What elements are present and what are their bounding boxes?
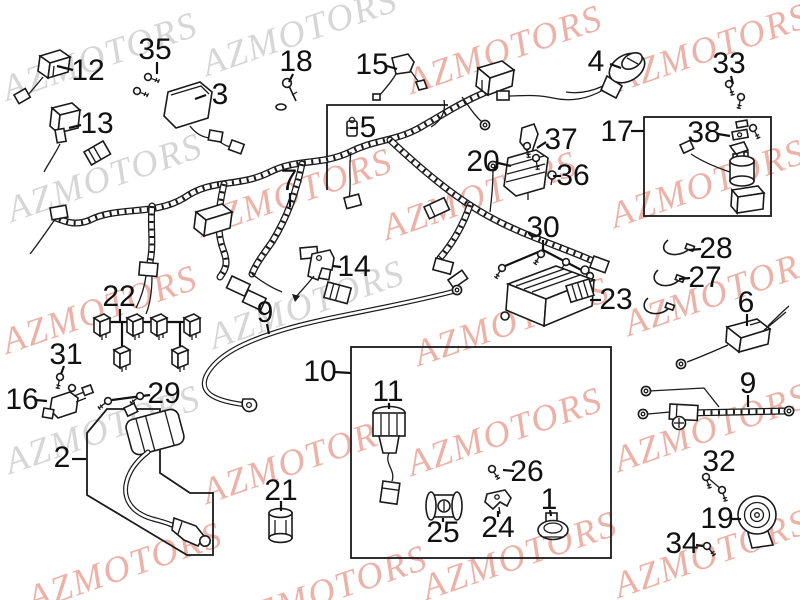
leader-lines xyxy=(34,62,750,548)
part-2-ignition-coil xyxy=(122,402,212,548)
part-label-16: 16 xyxy=(5,383,39,416)
part-16-switch xyxy=(41,383,95,420)
part-label-23: 23 xyxy=(599,283,633,316)
part-label-7: 7 xyxy=(280,164,298,197)
part-15-switch xyxy=(372,53,429,101)
part-label-9-left: 9 xyxy=(256,296,274,329)
part-label-30: 30 xyxy=(526,211,560,244)
part-label-29: 29 xyxy=(147,377,181,410)
part-29-bolts xyxy=(96,390,151,413)
part-label-11: 11 xyxy=(372,375,404,408)
part-label-22: 22 xyxy=(102,280,136,313)
part-32-fasteners xyxy=(697,471,734,504)
part-7-wiring-harness xyxy=(29,60,611,315)
part-label-15: 15 xyxy=(355,48,389,81)
part-9-ground-cable xyxy=(201,269,469,413)
part-label-17: 17 xyxy=(600,115,634,148)
part-label-3: 3 xyxy=(211,78,229,111)
part-label-37: 37 xyxy=(544,123,578,156)
part-label-18: 18 xyxy=(279,45,313,78)
part-label-34: 34 xyxy=(665,527,699,560)
part-label-4: 4 xyxy=(587,45,605,78)
part-label-38: 38 xyxy=(687,116,721,149)
part-4-ignition-switch xyxy=(496,52,646,101)
part-label-36: 36 xyxy=(556,159,590,192)
box-part17-kit xyxy=(643,116,772,217)
harness-main-connector xyxy=(475,60,516,97)
part-38-bracket-set xyxy=(728,119,765,155)
part-label-25: 25 xyxy=(426,516,460,549)
part-label-31: 31 xyxy=(49,338,83,371)
part-label-1: 1 xyxy=(540,483,558,516)
part-label-12: 12 xyxy=(71,54,105,87)
part-25-grommet xyxy=(425,491,463,521)
part-19-horn xyxy=(737,495,777,549)
part-14-sensor xyxy=(292,249,335,302)
box-part10-kit xyxy=(350,346,612,559)
part-label-13: 13 xyxy=(80,107,114,140)
part-label-35: 35 xyxy=(138,33,172,66)
part-label-27: 27 xyxy=(688,261,722,294)
part-9-battery-cable xyxy=(637,385,795,431)
part-label-6: 6 xyxy=(737,286,755,319)
starter-relay xyxy=(678,139,766,216)
part-label-21: 21 xyxy=(264,474,298,507)
part-label-26: 26 xyxy=(510,455,544,488)
part-label-28: 28 xyxy=(699,232,733,265)
part-17-lock-kit xyxy=(678,119,766,216)
part-24-bracket xyxy=(484,489,512,515)
part-11-sensor xyxy=(372,405,406,506)
harness-connector-3d xyxy=(193,203,234,238)
part-27-clamps xyxy=(643,269,686,315)
part-3-cdi-unit xyxy=(163,81,246,155)
part-label-19: 19 xyxy=(700,502,734,535)
part-label-9-right: 9 xyxy=(739,367,757,400)
part-label-32: 32 xyxy=(702,445,736,478)
part-23-ecu xyxy=(500,265,597,328)
part-label-5: 5 xyxy=(359,111,377,144)
part-22-relays xyxy=(93,313,201,373)
part-label-10: 10 xyxy=(303,355,337,388)
part-label-33: 33 xyxy=(712,47,746,80)
part-label-2: 2 xyxy=(53,441,71,474)
part-label-14: 14 xyxy=(337,250,371,283)
part-label-20: 20 xyxy=(466,145,500,178)
part-label-24: 24 xyxy=(481,511,515,544)
